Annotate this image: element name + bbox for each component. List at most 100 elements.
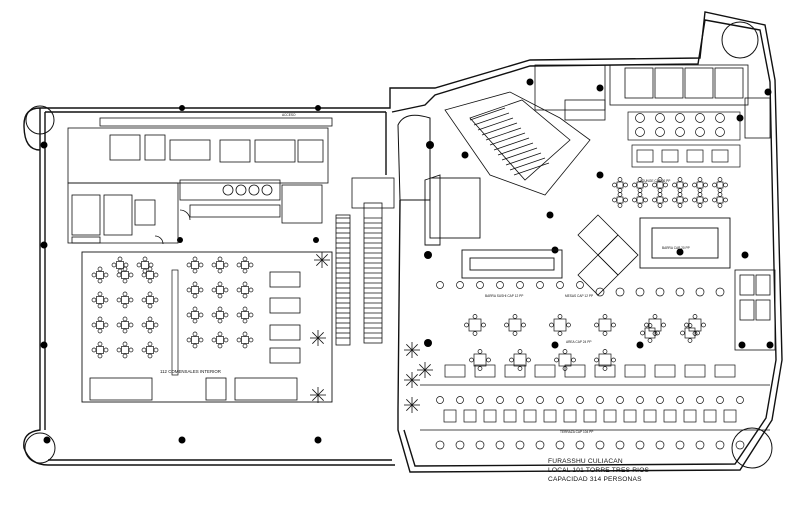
chair — [116, 322, 122, 328]
table — [96, 271, 104, 279]
table — [636, 196, 644, 204]
chair — [223, 312, 229, 318]
chair — [632, 182, 637, 188]
round-table — [475, 440, 485, 450]
table — [121, 346, 129, 354]
booth — [564, 364, 586, 378]
round-table — [695, 127, 705, 137]
label-terraza: TERRAZA CAP 104 PP — [560, 430, 593, 434]
chair — [683, 197, 688, 203]
chair — [612, 197, 617, 203]
chair — [153, 322, 159, 328]
right-top-rooms — [534, 64, 749, 121]
chair — [211, 312, 217, 318]
chair — [712, 182, 717, 188]
chair — [242, 256, 248, 262]
table — [146, 271, 154, 279]
plant — [406, 349, 413, 356]
chair — [602, 314, 608, 319]
table — [716, 181, 724, 189]
step — [497, 142, 534, 156]
plant — [321, 259, 328, 266]
round-table — [635, 287, 645, 297]
table — [676, 196, 684, 204]
chair — [602, 349, 608, 354]
plant — [406, 399, 413, 406]
chair — [637, 177, 643, 182]
table — [191, 336, 199, 344]
chair — [97, 303, 103, 309]
chair — [217, 293, 223, 299]
left-dining-tables — [81, 251, 333, 403]
chair — [198, 287, 204, 293]
booth — [686, 149, 704, 163]
chair — [192, 256, 198, 262]
chair — [512, 314, 518, 319]
table — [616, 196, 624, 204]
step — [473, 112, 510, 126]
chair — [521, 322, 526, 328]
booth — [504, 364, 526, 378]
chair — [647, 338, 653, 343]
chair — [242, 281, 248, 287]
plant — [317, 337, 324, 344]
chair — [566, 322, 571, 328]
chair — [623, 197, 628, 203]
table — [191, 286, 199, 294]
table — [146, 296, 154, 304]
plant — [406, 374, 413, 381]
chair — [697, 177, 703, 182]
plant — [316, 259, 323, 266]
plant — [411, 344, 418, 351]
table — [508, 318, 522, 332]
chair — [611, 322, 616, 328]
chair — [242, 343, 248, 349]
chair — [142, 256, 148, 262]
table — [241, 286, 249, 294]
stairs — [444, 91, 591, 196]
stool — [436, 281, 444, 289]
stool — [576, 281, 584, 289]
upper-right-tables — [612, 111, 741, 208]
right-restrooms — [734, 97, 776, 351]
round-table — [675, 127, 685, 137]
plant — [312, 394, 319, 401]
chair — [116, 297, 122, 303]
chair — [657, 188, 663, 193]
round-table — [476, 396, 484, 404]
chair — [91, 272, 97, 278]
round-table — [735, 440, 745, 450]
square-table — [463, 409, 477, 423]
chair — [672, 182, 677, 188]
table — [716, 196, 724, 204]
square-table — [603, 409, 617, 423]
table — [241, 336, 249, 344]
round-table — [556, 396, 564, 404]
square-table — [723, 409, 737, 423]
round-table — [555, 440, 565, 450]
plant — [321, 254, 328, 261]
terrace-tables — [420, 384, 770, 450]
chair — [142, 268, 148, 274]
chair — [122, 278, 128, 284]
chair — [147, 303, 153, 309]
table — [216, 261, 224, 269]
chair — [242, 306, 248, 312]
table — [141, 261, 149, 269]
chair — [248, 287, 254, 293]
step — [477, 117, 514, 131]
chair — [472, 331, 478, 336]
chair — [103, 272, 109, 278]
chair — [602, 331, 608, 336]
chair — [703, 197, 708, 203]
square-table — [623, 409, 637, 423]
table — [96, 346, 104, 354]
chair — [712, 197, 717, 203]
round-table — [575, 440, 585, 450]
round-table — [615, 287, 625, 297]
left-booths — [89, 271, 301, 401]
table — [616, 181, 624, 189]
table — [598, 318, 612, 332]
step — [489, 132, 526, 146]
round-table — [636, 396, 644, 404]
